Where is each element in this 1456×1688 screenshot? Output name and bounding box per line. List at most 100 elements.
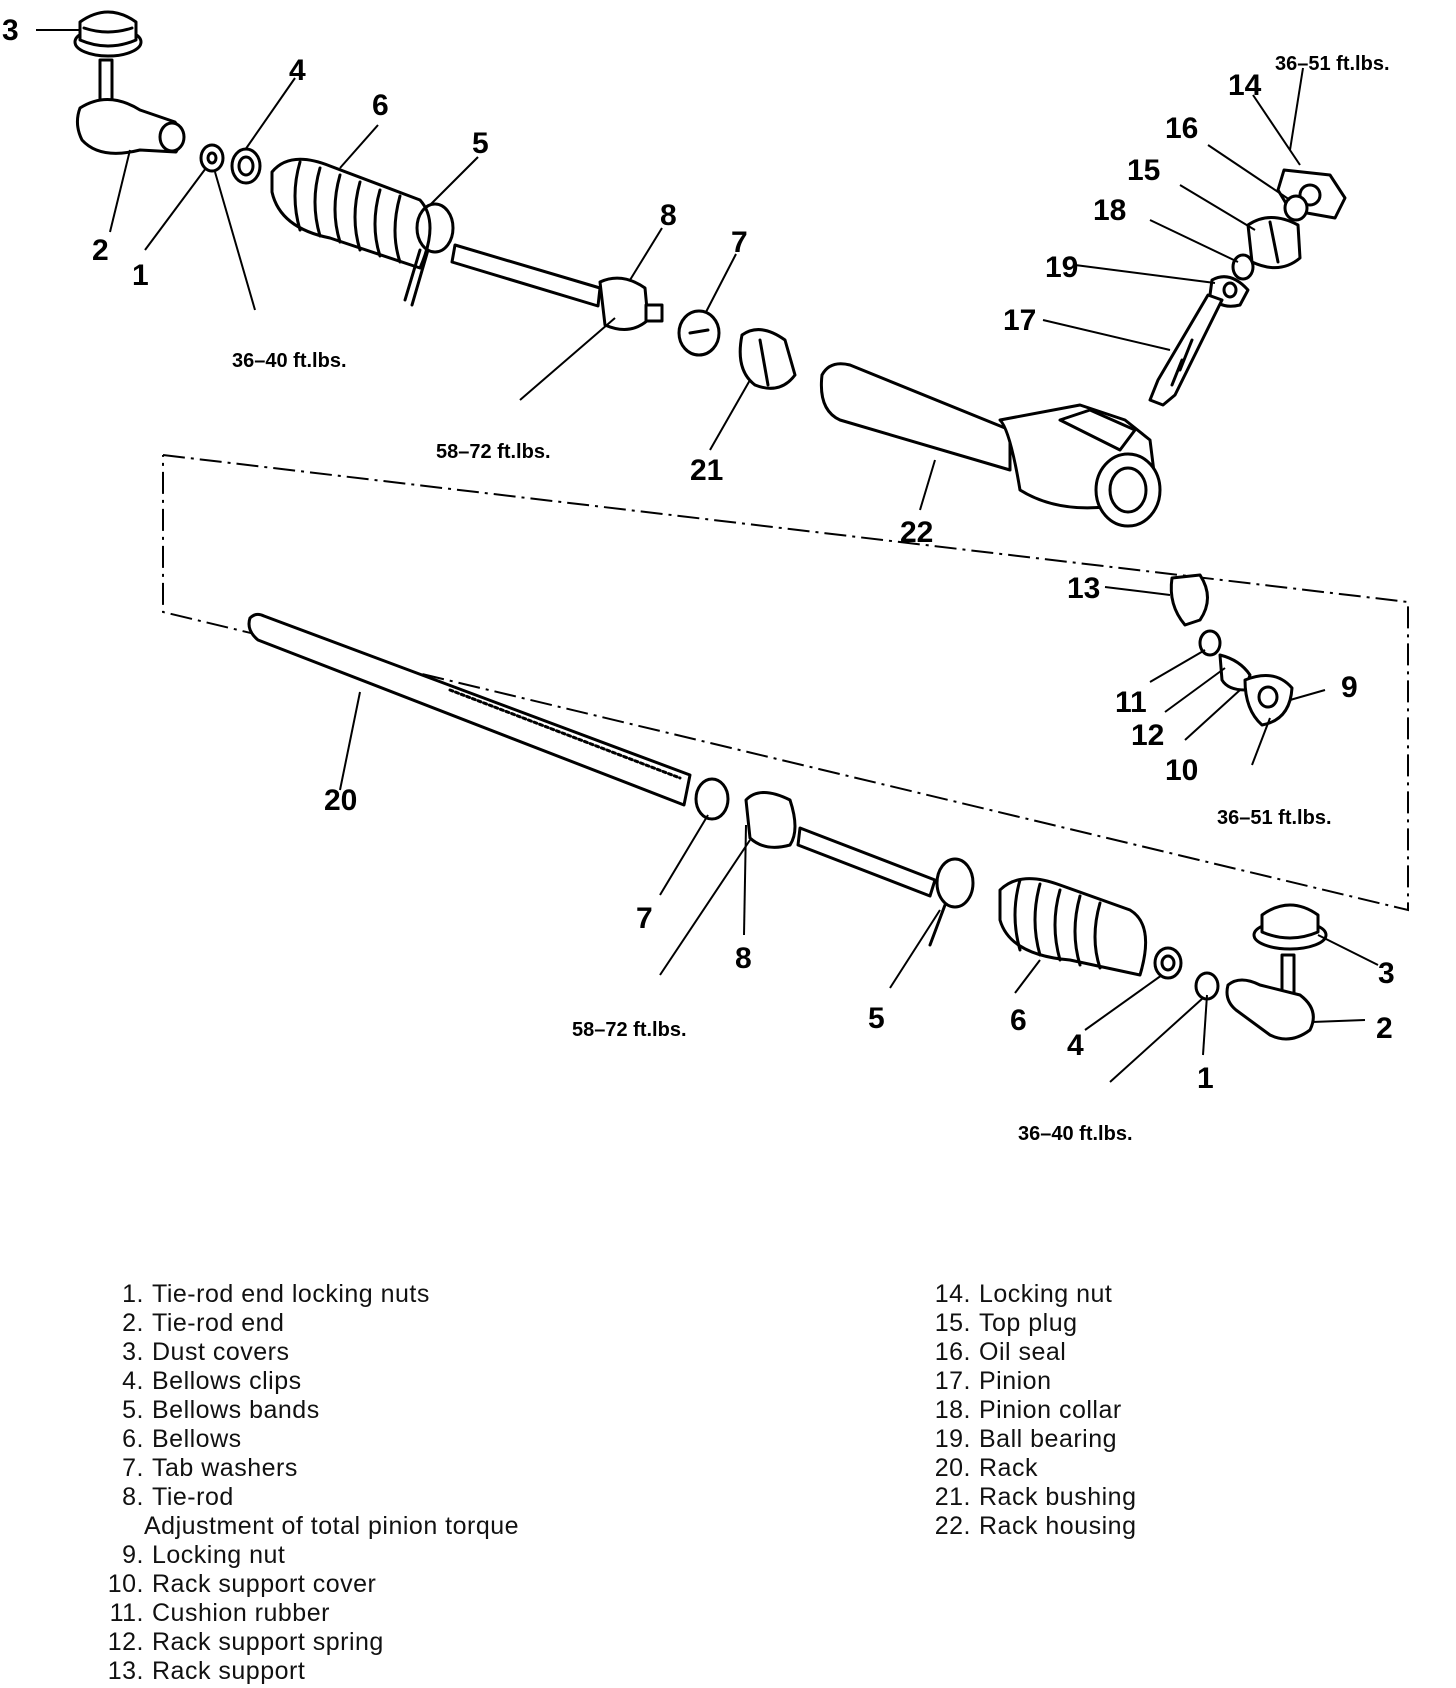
legend-item: 13.Rack support [78,1657,778,1686]
callout-10: 10 [1165,754,1198,787]
callout-22: 22 [900,516,933,549]
callout-20: 20 [324,784,357,817]
torque-bottom-tierod-nut: 36–40 ft.lbs. [1018,1123,1133,1145]
legend-label: Pinion collar [979,1396,1122,1424]
leader-lines [36,29,1379,1083]
tab-washer-bottom [694,777,730,821]
parts-legend-right: 14. Locking nut 15. Top plug 16. Oil seal 1… [905,1280,1405,1541]
legend-number: 15. [934,1309,971,1337]
torque-rack-support-nut: 36–51 ft.lbs. [1217,807,1332,829]
legend-number: 5. [122,1396,144,1424]
legend-number: 6. [122,1425,144,1453]
callout-7-bottom: 7 [636,902,653,935]
legend-item: 20.Rack [905,1454,1405,1483]
legend-item: 21. Rack bushing [905,1483,1405,1512]
legend-item: 12. Rack support spring [78,1628,778,1657]
callout-15: 15 [1127,154,1160,187]
rack [247,612,692,807]
legend-number: 17. [934,1367,971,1395]
callout-18: 18 [1093,194,1126,227]
legend-label: Bellows bands [152,1396,320,1424]
bellows-clip-bottom [1153,946,1183,980]
legend-item: 6. Bellows [78,1425,778,1454]
callout-2-top: 2 [92,234,109,267]
callout-5-bottom: 5 [868,1002,885,1035]
legend-number: 10. [107,1570,144,1598]
bellows-band-bottom [928,857,975,947]
legend-item: 19.Ball bearing [905,1425,1405,1454]
legend-number: 16. [934,1338,971,1366]
legend-label: Bellows [152,1425,242,1453]
legend-label: Rack bushing [979,1483,1137,1511]
legend-number: 22. [934,1512,971,1540]
legend-number: 20. [934,1454,971,1482]
callout-16: 16 [1165,112,1198,145]
callout-2-bottom: 2 [1376,1012,1393,1045]
legend-item: 15. Top plug [905,1309,1405,1338]
legend-number: 19. [934,1425,971,1453]
callout-8-top: 8 [660,199,677,232]
callout-1-bottom: 1 [1197,1062,1214,1095]
legend-label: Dust covers [152,1338,290,1366]
callout-3-bottom: 3 [1378,957,1395,990]
callout-7-top: 7 [731,226,748,259]
legend-label: Locking nut [152,1541,286,1569]
callout-11: 11 [1115,686,1147,719]
legend-label: Rack support spring [152,1628,384,1656]
torque-top-tierod-nut: 36–40 ft.lbs. [232,350,347,372]
legend-label: Cushion rubber [152,1599,330,1627]
legend-label: Locking nut [979,1280,1113,1308]
legend-number: 1. [122,1280,144,1308]
callout-3-top: 3 [2,14,19,47]
legend-number: 7. [122,1454,144,1482]
legend-label: Tie-rod end [152,1309,285,1337]
legend-number: 13. [107,1657,144,1685]
callout-14: 14 [1228,69,1262,102]
legend-number: 4. [122,1367,144,1395]
legend-number: 2. [122,1309,144,1337]
callout-8-bottom: 8 [735,942,752,975]
legend-number: 14. [934,1280,971,1308]
legend-label: Tie-rod end locking nuts [152,1280,430,1308]
legend-note: Adjustment of total pinion torque [144,1512,520,1540]
callout-9: 9 [1341,671,1358,704]
rack-housing [819,362,1162,528]
legend-item: 9. Locking nut [78,1541,778,1570]
legend-number: 12. [107,1628,144,1656]
legend-item: 18. Pinion collar [905,1396,1405,1425]
torque-top-tierod: 58–72 ft.lbs. [436,441,551,463]
tie-rod-top [450,243,664,331]
callout-4-bottom: 4 [1067,1029,1084,1062]
legend-item: 8. Tie-rod [78,1483,778,1512]
callout-5-top: 5 [472,127,489,160]
legend-item: 5. Bellows bands [78,1396,778,1425]
legend-item: 4.Bellows clips [78,1367,778,1396]
exploded-view-diagram: 3 2 1 4 6 5 8 7 21 22 14 16 15 18 19 17 … [2,10,1409,1145]
torque-pinion-locking-nut: 36–51 ft.lbs. [1275,53,1390,75]
oil-seal [1283,194,1309,222]
legend-label: Top plug [979,1309,1078,1337]
dust-cover-top [73,10,143,58]
bellows-bottom [998,877,1148,977]
rack-bushing [738,328,797,390]
legend-label: Pinion [979,1367,1052,1395]
legend-label: Tab washers [152,1454,298,1482]
tab-washer-top [677,309,721,357]
legend-item: 22.Rack housing [905,1512,1405,1541]
dust-cover-bottom [1252,903,1328,951]
legend-number: 3. [122,1338,144,1366]
callout-21: 21 [690,454,723,487]
legend-number: 9. [122,1541,144,1569]
legend-number: 21. [934,1483,971,1511]
legend-label: Tie-rod [152,1483,234,1511]
locking-nut-top [199,143,225,173]
parts-legend-left: 1. Tie-rod end locking nuts 2. Tie-rod end… [78,1280,778,1686]
legend-label: Oil seal [979,1338,1067,1366]
callout-6-bottom: 6 [1010,1004,1027,1037]
callout-12: 12 [1131,719,1164,752]
legend-number: 8. [122,1483,144,1511]
rack-support-cover [1243,674,1294,727]
legend-item: 17. Pinion [905,1367,1405,1396]
legend-item: 14. Locking nut [905,1280,1405,1309]
legend-number: 18. [934,1396,971,1424]
